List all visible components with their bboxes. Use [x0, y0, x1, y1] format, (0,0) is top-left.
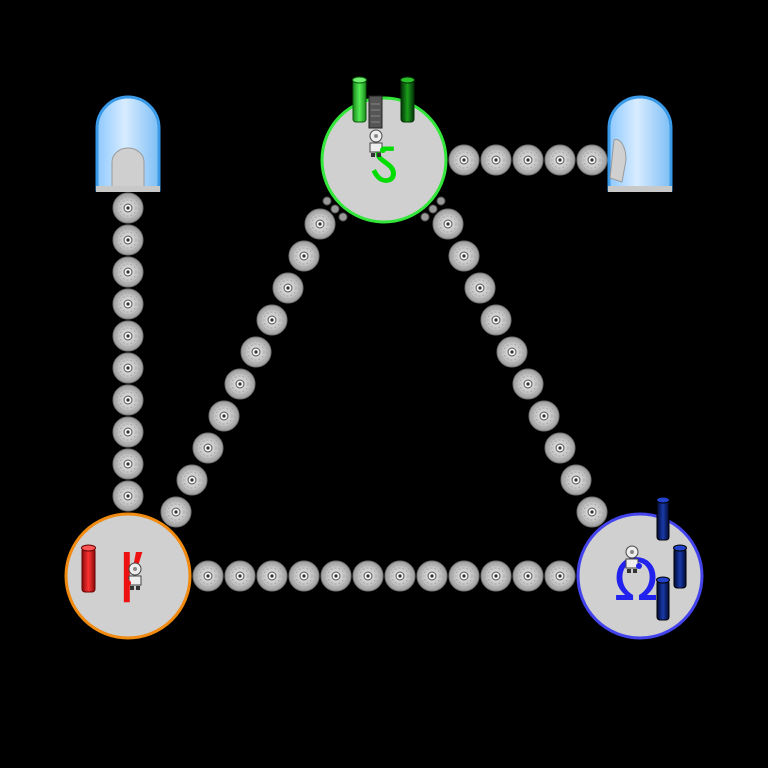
tube-blue-right: [673, 544, 687, 589]
chain-diagonal-right-node-0: [432, 208, 464, 240]
robot-red[interactable]: [125, 562, 142, 590]
chain-diagonal-left-node-9: [160, 496, 192, 528]
chain-bottom-node-0: [192, 560, 224, 592]
chain-left-vertical-node-0: [112, 192, 144, 224]
chain-left-vertical-node-1: [112, 224, 144, 256]
robot-green[interactable]: [369, 129, 386, 157]
chain-top-right-node-4: [576, 144, 608, 176]
chain-left-vertical-node-8: [112, 448, 144, 480]
tube-blue-top: [656, 496, 670, 541]
chain-diagonal-left-node-1: [288, 240, 320, 272]
hub-green-ring: [320, 96, 448, 224]
hub-red-ring: [64, 512, 192, 640]
chain-bottom-node-10: [512, 560, 544, 592]
chain-diagonal-left-node-0: [304, 208, 336, 240]
chain-top-right-node-0: [448, 144, 480, 176]
link-chains: [112, 144, 608, 592]
chain-diagonal-left-node-3: [256, 304, 288, 336]
chain-diagonal-left-node-6: [208, 400, 240, 432]
chain-diagonal-right-node-1: [448, 240, 480, 272]
chain-left-vertical-node-3: [112, 288, 144, 320]
robot-blue[interactable]: [625, 545, 642, 573]
capsule-left[interactable]: [95, 95, 161, 192]
chain-top-right-node-1: [480, 144, 512, 176]
chain-diagonal-left-node-5: [224, 368, 256, 400]
hub-blue-glyph: Ω: [614, 546, 658, 614]
capsule-right[interactable]: [607, 95, 673, 192]
chain-diagonal-left-node-2: [272, 272, 304, 304]
chain-bottom-node-8: [448, 560, 480, 592]
tube-green-left: [352, 76, 367, 123]
chain-diagonal-right-node-7: [544, 432, 576, 464]
chain-bottom-node-4: [320, 560, 352, 592]
tube-blue-bottom: [656, 576, 670, 621]
chain-bottom-node-3: [288, 560, 320, 592]
chain-diagonal-right-node-3: [480, 304, 512, 336]
hub-blue-ring: [576, 512, 704, 640]
chain-diagonal-right-node-4: [496, 336, 528, 368]
chain-bottom-node-2: [256, 560, 288, 592]
chain-diagonal-right-node-2: [464, 272, 496, 304]
chain-bottom-node-9: [480, 560, 512, 592]
chain-diagonal-left-node-4: [240, 336, 272, 368]
chain-diagonal-left-node-8: [176, 464, 208, 496]
chain-left-vertical-node-6: [112, 384, 144, 416]
chain-left-vertical-node-4: [112, 320, 144, 352]
chain-left-vertical-node-9: [112, 480, 144, 512]
chain-left-vertical-node-7: [112, 416, 144, 448]
chain-top-right-node-3: [544, 144, 576, 176]
tube-green-right: [400, 76, 415, 123]
rocket-green[interactable]: [368, 95, 383, 129]
hub-green[interactable]: ऽ: [320, 76, 448, 224]
chain-diagonal-right-node-6: [528, 400, 560, 432]
tube-red: [81, 544, 96, 593]
chain-diagonal-right-node-5: [512, 368, 544, 400]
hub-red[interactable]: ľ: [64, 512, 192, 640]
chain-bottom-node-5: [352, 560, 384, 592]
chain-top-right-node-2: [512, 144, 544, 176]
chain-diagonal-right-node-8: [560, 464, 592, 496]
chain-left-vertical-node-2: [112, 256, 144, 288]
chain-left-vertical-node-5: [112, 352, 144, 384]
chain-diagonal-left-node-7: [192, 432, 224, 464]
chain-bottom-node-11: [544, 560, 576, 592]
green-hub-connector-dots: [322, 196, 446, 222]
chain-bottom-node-1: [224, 560, 256, 592]
chain-bottom-node-6: [384, 560, 416, 592]
hub-blue[interactable]: Ω: [576, 496, 704, 640]
chain-bottom-node-7: [416, 560, 448, 592]
chain-diagonal-right-node-9: [576, 496, 608, 528]
